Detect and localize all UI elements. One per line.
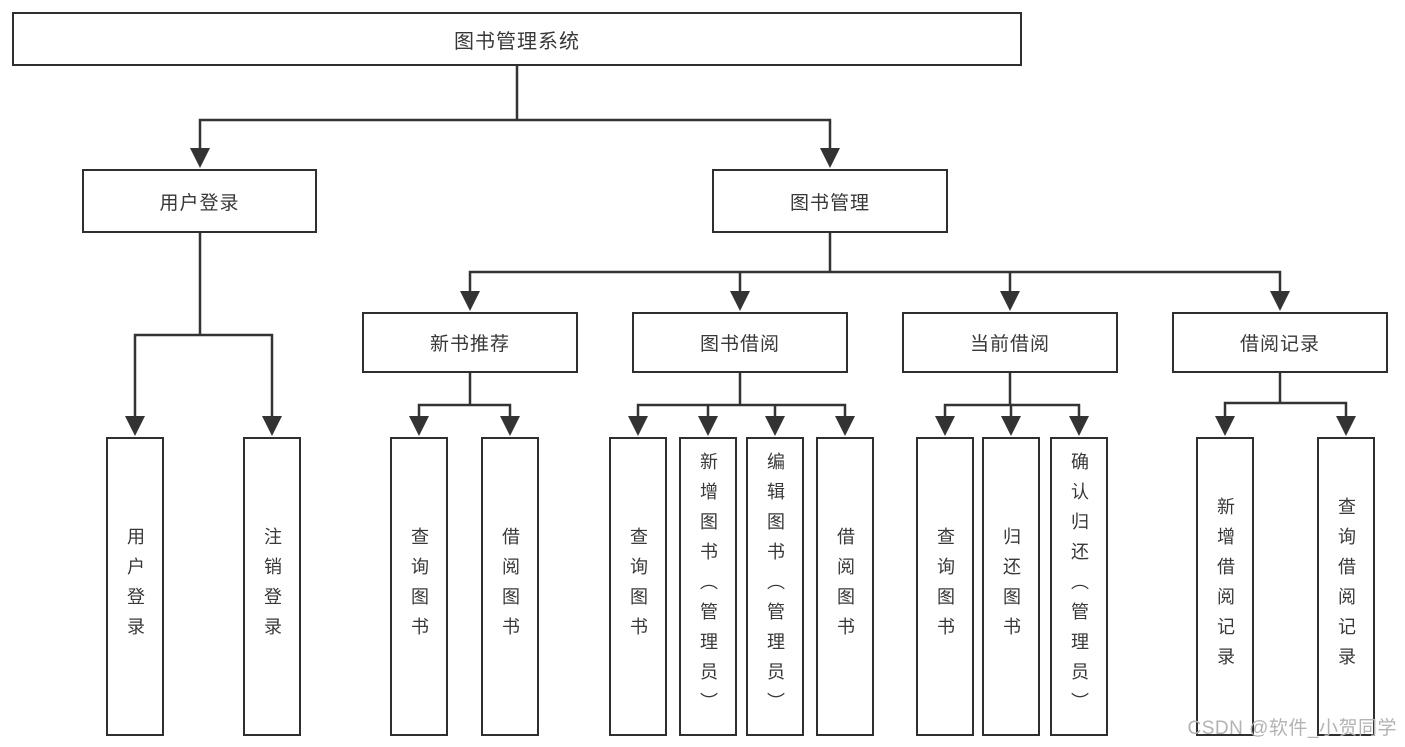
leaf-query-books-borrow: 查询图书 [609,437,667,736]
leaf-user-login: 用户登录 [106,437,164,736]
leaf-label: 查询图书 [628,526,648,647]
node-root-system: 图书管理系统 [12,12,1022,66]
arrowhead [125,416,145,436]
arrowhead [765,416,785,436]
csdn-watermark: CSDN @软件_小贺同学 [1187,718,1397,739]
leaf-label: 查询图书 [935,526,955,647]
connector-current-borrow-children [935,370,1089,436]
connector-root-to-level2 [190,63,840,168]
leaf-query-books-current: 查询图书 [916,437,974,736]
arrowhead [262,416,282,436]
leaf-borrow-books-recommend: 借阅图书 [481,437,539,736]
arrowhead [460,291,480,311]
connector-line [133,230,274,420]
leaf-confirm-return-admin: 确认归还（管理员） [1050,437,1108,736]
node-book-management: 图书管理 [712,169,948,233]
node-new-book-recommend: 新书推荐 [362,312,578,373]
connector-book-management-modules [460,230,1290,311]
leaf-add-books-admin: 新增图书（管理员） [679,437,737,736]
arrowhead [730,291,750,311]
arrowhead [698,416,718,436]
arrowhead [500,416,520,436]
connector-new-book-recommend-children [409,370,520,436]
leaf-label: 查询图书 [409,526,429,647]
connector-borrow-records-children [1215,370,1356,436]
leaf-label: 新增借阅记录 [1215,496,1235,677]
connector-user-login-children [125,230,282,436]
arrowhead [1000,291,1020,311]
connector-line [468,230,1282,295]
leaf-logout: 注销登录 [243,437,301,736]
leaf-label: 用户登录 [125,526,145,647]
connector-line [636,370,847,420]
arrowhead [1001,416,1021,436]
leaf-label: 注销登录 [262,526,282,647]
arrowhead [1336,416,1356,436]
connector-line [417,370,512,420]
arrowhead [935,416,955,436]
arrowhead [820,148,840,168]
leaf-label: 归还图书 [1001,526,1021,647]
leaf-query-books-recommend: 查询图书 [390,437,448,736]
arrowhead [190,148,210,168]
leaf-label: 确认归还（管理员） [1069,451,1089,722]
node-user-login: 用户登录 [82,169,317,233]
leaf-label: 查询借阅记录 [1336,496,1356,677]
leaf-label: 新增图书（管理员） [698,451,718,722]
leaf-add-borrow-record: 新增借阅记录 [1196,437,1254,736]
leaf-label: 借阅图书 [835,526,855,647]
leaf-borrow-books: 借阅图书 [816,437,874,736]
arrowhead [1215,416,1235,436]
arrowhead [1270,291,1290,311]
connector-book-borrow-children [628,370,855,436]
leaf-return-books: 归还图书 [982,437,1040,736]
arrowhead [628,416,648,436]
arrowhead [835,416,855,436]
node-book-borrow: 图书借阅 [632,312,848,373]
connector-line [1223,370,1348,420]
connector-line [943,370,1081,420]
leaf-edit-books-admin: 编辑图书（管理员） [746,437,804,736]
leaf-label: 借阅图书 [500,526,520,647]
arrowhead [1069,416,1089,436]
node-borrow-records: 借阅记录 [1172,312,1388,373]
arrowhead [409,416,429,436]
leaf-label: 编辑图书（管理员） [765,451,785,722]
connector-line [198,63,832,152]
node-current-borrow: 当前借阅 [902,312,1118,373]
leaf-query-borrow-record: 查询借阅记录 [1317,437,1375,736]
